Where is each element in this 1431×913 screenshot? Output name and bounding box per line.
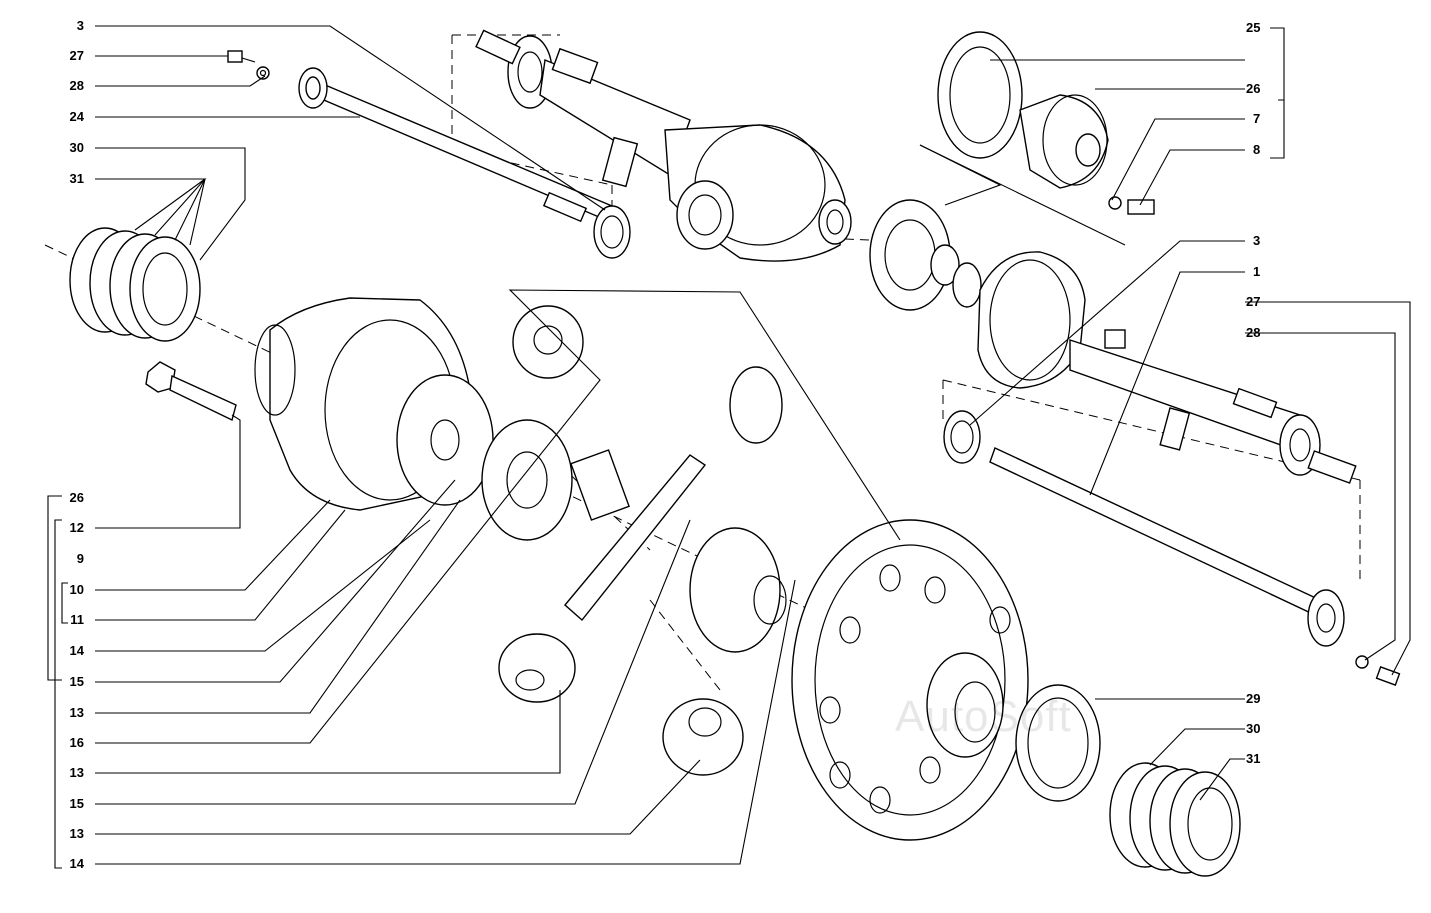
label-11: 11 xyxy=(70,612,84,627)
label-9: 9 xyxy=(76,551,84,566)
label-8: 8 xyxy=(1253,142,1261,157)
leader-lines-right xyxy=(919,27,1411,801)
washer-29 xyxy=(1015,684,1101,802)
label-30-left: 30 xyxy=(69,140,84,155)
bolt-27-top xyxy=(227,50,270,80)
leader-lines-left xyxy=(95,25,901,865)
label-15-a: 15 xyxy=(69,674,84,689)
label-15-b: 15 xyxy=(69,796,84,811)
label-28-right: 28 xyxy=(1246,325,1261,340)
bracket-group-left xyxy=(47,495,68,869)
label-29: 29 xyxy=(1246,691,1261,706)
label-31-left: 31 xyxy=(69,171,84,186)
label-7: 7 xyxy=(1253,111,1261,126)
label-1: 1 xyxy=(1253,264,1261,279)
watermark: AutoSoft xyxy=(895,692,1072,741)
differential-case-right xyxy=(869,199,982,311)
case-half-left xyxy=(254,297,494,511)
label-26-right: 26 xyxy=(1246,81,1261,96)
label-14-a: 14 xyxy=(69,643,84,658)
case-half-right xyxy=(791,519,1029,841)
axle-housing-top xyxy=(475,29,852,262)
spring-set-left xyxy=(69,227,201,342)
label-27-right: 27 xyxy=(1246,294,1261,309)
label-27-top-left: 27 xyxy=(69,48,84,63)
label-3-right: 3 xyxy=(1253,233,1261,248)
ring-gear-assembly-top xyxy=(937,31,1155,215)
label-3-top-left: 3 xyxy=(76,18,84,33)
label-26-left: 26 xyxy=(69,490,84,505)
label-16: 16 xyxy=(69,735,84,750)
label-30-right: 30 xyxy=(1246,721,1261,736)
label-12: 12 xyxy=(69,520,84,535)
half-shaft-top xyxy=(298,67,631,259)
label-24: 24 xyxy=(69,109,84,124)
label-10: 10 xyxy=(69,582,84,597)
label-25: 25 xyxy=(1246,20,1261,35)
half-shaft-right xyxy=(943,410,1401,686)
gears-center xyxy=(481,305,787,776)
label-13-c: 13 xyxy=(69,826,84,841)
label-31-right: 31 xyxy=(1246,751,1261,766)
bolt-12 xyxy=(145,361,237,421)
axle-housing-right xyxy=(977,251,1357,484)
label-13-a: 13 xyxy=(69,705,84,720)
label-14-b: 14 xyxy=(69,856,84,871)
label-28-top-left: 28 xyxy=(69,78,84,93)
label-13-b: 13 xyxy=(69,765,84,780)
spring-set-right xyxy=(1109,762,1241,877)
